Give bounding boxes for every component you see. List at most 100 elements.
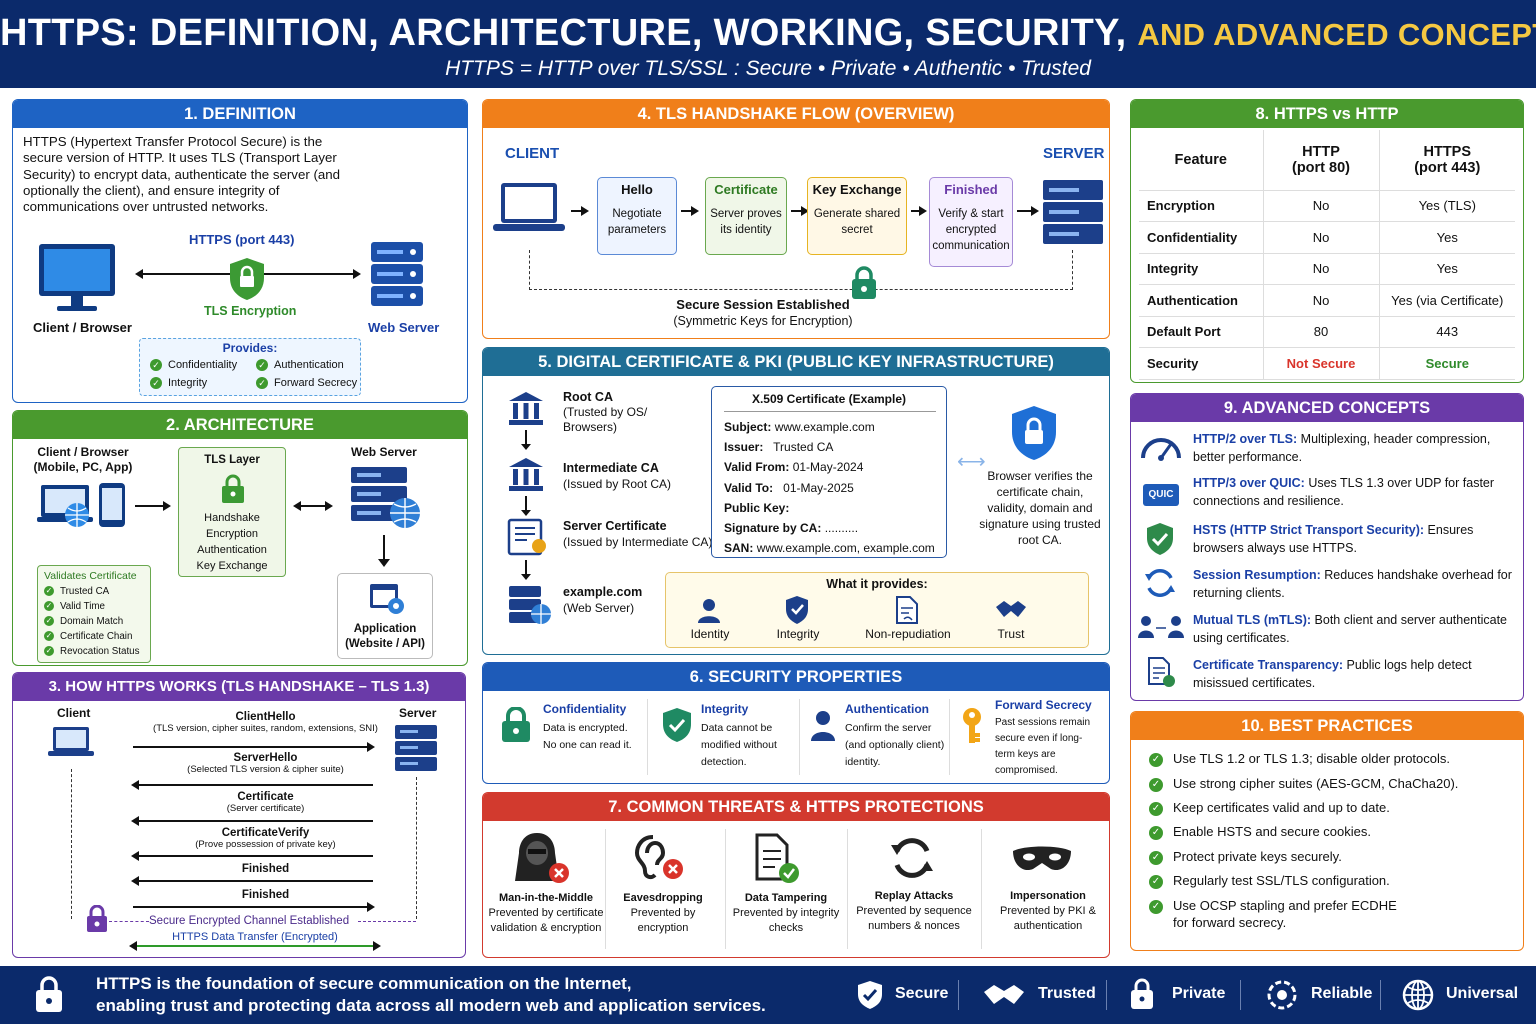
definition-title: 1. DEFINITION: [13, 100, 467, 128]
divider: [1106, 980, 1107, 1010]
divider: [958, 980, 959, 1010]
mutual-users-icon: [1138, 616, 1184, 638]
shield-check-icon: [1147, 523, 1173, 555]
key-icon: [963, 708, 981, 743]
bank-icon: [509, 458, 543, 491]
advanced-item: Certificate Transparency: Public logs he…: [1193, 658, 1472, 690]
flow-client-label: CLIENT: [505, 145, 560, 162]
handshake-message: ServerHello(Selected TLS version & ciphe…: [187, 752, 344, 775]
best-practice-item: ✓Keep certificates valid and up to date.: [1149, 799, 1390, 816]
refresh-icon: [1145, 569, 1175, 597]
page-subtitle: HTTPS = HTTP over TLS/SSL : Secure • Pri…: [445, 57, 1091, 80]
validate-item: ✓Certificate Chain: [44, 631, 133, 642]
chain-down-arrow: [521, 560, 531, 580]
x509-divider: [724, 411, 936, 412]
best-practice-item: ✓Use TLS 1.2 or TLS 1.3; disable older p…: [1149, 750, 1450, 767]
how-title: 3. HOW HTTPS WORKS (TLS HANDSHAKE – TLS …: [13, 673, 465, 701]
lock-icon: [1131, 978, 1153, 1009]
tls-layer-title: TLS Layer: [204, 454, 260, 466]
x509-row: Valid From: 01-May-2024: [724, 460, 864, 475]
x509-title: X.509 Certificate (Example): [751, 392, 907, 406]
validate-item: ✓Domain Match: [44, 616, 124, 627]
validate-item: ✓Trusted CA: [44, 586, 110, 597]
compare-table: Feature HTTP (port 80) HTTPS (port 443) …: [1139, 130, 1515, 380]
message-arrow: [133, 902, 375, 912]
certificate-icon: [507, 518, 546, 556]
best-practices-panel: 10. BEST PRACTICES ✓Use TLS 1.2 or TLS 1…: [1130, 711, 1524, 951]
footer-badge: Universal: [1446, 985, 1519, 1002]
chain-down-arrow: [521, 496, 531, 516]
flow-arrow: [571, 206, 589, 216]
table-header: Feature: [1139, 130, 1263, 191]
divider: [981, 829, 982, 949]
check-icon: ✓: [150, 377, 162, 390]
footer-badge: Reliable: [1311, 985, 1373, 1002]
app-label: Application (Website / API): [345, 623, 425, 650]
handshake-message: ClientHello(TLS version, cipher suites, …: [153, 711, 378, 734]
lock-icon: [87, 905, 107, 932]
divider: [647, 699, 648, 775]
https-vs-http-panel: 8. HTTPS vs HTTP Feature HTTP (port 80) …: [1130, 99, 1524, 383]
best-practice-item: ✓Regularly test SSL/TLS configuration.: [1149, 872, 1390, 889]
server-icon: [395, 725, 437, 771]
provides-item: ✓Integrity: [150, 377, 207, 390]
check-icon: ✓: [44, 631, 54, 642]
x509-row: Subject: www.example.com: [724, 420, 875, 434]
pki-title: 5. DIGITAL CERTIFICATE & PKI (PUBLIC KEY…: [483, 348, 1109, 376]
shield-check-icon: [663, 708, 691, 742]
threats-panel: 7. COMMON THREATS & HTTPS PROTECTIONS Ma…: [482, 792, 1110, 958]
tls-layer-item: Encryption: [206, 528, 258, 540]
document-check-icon: [755, 833, 799, 883]
application-box: Application (Website / API): [337, 573, 433, 659]
check-icon: ✓: [1149, 752, 1163, 767]
divider: [847, 829, 848, 949]
message-arrow: [131, 816, 373, 826]
flow-arrow: [911, 206, 927, 216]
x509-row: SAN: www.example.com, example.com: [724, 541, 935, 556]
client-lifeline: [71, 769, 72, 919]
how-client-label: Client: [57, 706, 91, 720]
pki-chain-item: Server Certificate(Issued by Intermediat…: [563, 519, 713, 549]
validate-item: ✓Valid Time: [44, 601, 106, 612]
check-icon: ✓: [150, 359, 162, 372]
architecture-panel: 2. ARCHITECTURE Client / Browser (Mobile…: [12, 410, 468, 666]
check-icon: ✓: [1149, 777, 1163, 792]
session-sub-label: (Symmetric Keys for Encryption): [673, 314, 853, 328]
handshake-icon: [996, 601, 1026, 617]
arch-client-label: Client / Browser (Mobile, PC, App): [33, 445, 133, 474]
definition-port-label: HTTPS (port 443): [189, 232, 295, 247]
bank-icon: [509, 392, 543, 425]
footer-badge: Trusted: [1038, 985, 1096, 1002]
divider: [1240, 980, 1241, 1010]
pki-chain-item: example.com(Web Server): [563, 585, 643, 615]
advanced-title: 9. ADVANCED CONCEPTS: [1131, 394, 1523, 422]
server-icon: [1043, 180, 1103, 244]
x509-rows: Subject: www.example.com Issuer: Trusted…: [724, 417, 935, 558]
secure-channel-line: [358, 921, 416, 922]
arch-server-label: Web Server: [351, 445, 417, 459]
compare-table-wrap: Feature HTTP (port 80) HTTPS (port 443) …: [1139, 130, 1515, 380]
check-icon: ✓: [1149, 874, 1163, 889]
provides-box: Provides: ✓Confidentiality ✓Authenticati…: [139, 338, 361, 396]
best-practice-item: ✓Use strong cipher suites (AES-GCM, ChaC…: [1149, 775, 1458, 792]
definition-panel: 1. DEFINITION HTTPS (Hypertext Transfer …: [12, 99, 468, 403]
handshake-flow-title: 4. TLS HANDSHAKE FLOW (OVERVIEW): [483, 100, 1109, 128]
server-globe-icon: [509, 586, 551, 624]
person-icon: [698, 599, 720, 623]
provides-item: ✓Forward Secrecy: [256, 377, 357, 390]
verify-text: Browser verifies the certificate chain, …: [979, 469, 1101, 547]
validates-title: Validates Certificate: [44, 570, 137, 582]
secure-channel-line: [109, 921, 149, 922]
shield-lock-icon: [230, 258, 264, 300]
